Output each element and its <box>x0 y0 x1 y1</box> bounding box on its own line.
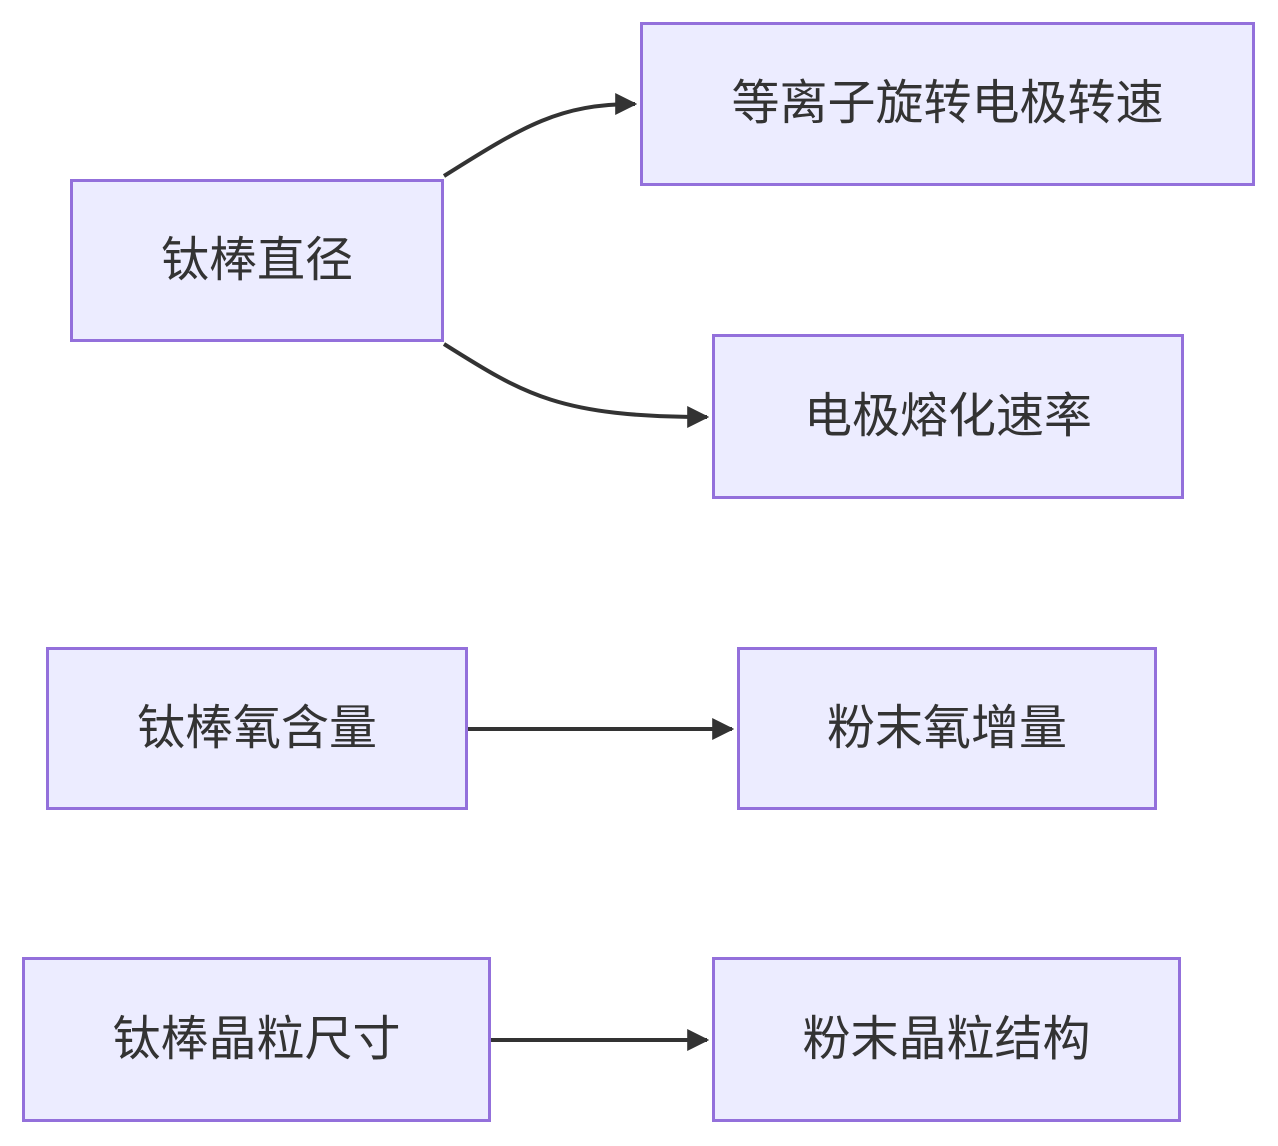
edge-diameter-to-speed <box>442 93 638 178</box>
node-plasma-rotating-electrode-speed: 等离子旋转电极转速 <box>640 22 1255 186</box>
node-label: 钛棒氧含量 <box>136 701 377 755</box>
node-label: 钛棒晶粒尺寸 <box>112 1012 401 1066</box>
node-titanium-rod-diameter: 钛棒直径 <box>70 179 444 342</box>
node-label: 钛棒直径 <box>160 233 353 287</box>
edge-diameter-to-melting-rate <box>442 342 710 428</box>
node-electrode-melting-rate: 电极熔化速率 <box>712 334 1184 499</box>
node-label: 等离子旋转电极转速 <box>731 77 1164 131</box>
node-label: 粉末晶粒结构 <box>802 1012 1091 1066</box>
node-powder-oxygen-increase: 粉末氧增量 <box>737 647 1157 810</box>
node-label: 粉末氧增量 <box>826 701 1067 755</box>
node-titanium-rod-oxygen-content: 钛棒氧含量 <box>46 647 468 810</box>
node-label: 电极熔化速率 <box>803 389 1092 443</box>
node-powder-grain-structure: 粉末晶粒结构 <box>712 957 1181 1122</box>
node-titanium-rod-grain-size: 钛棒晶粒尺寸 <box>22 957 491 1122</box>
